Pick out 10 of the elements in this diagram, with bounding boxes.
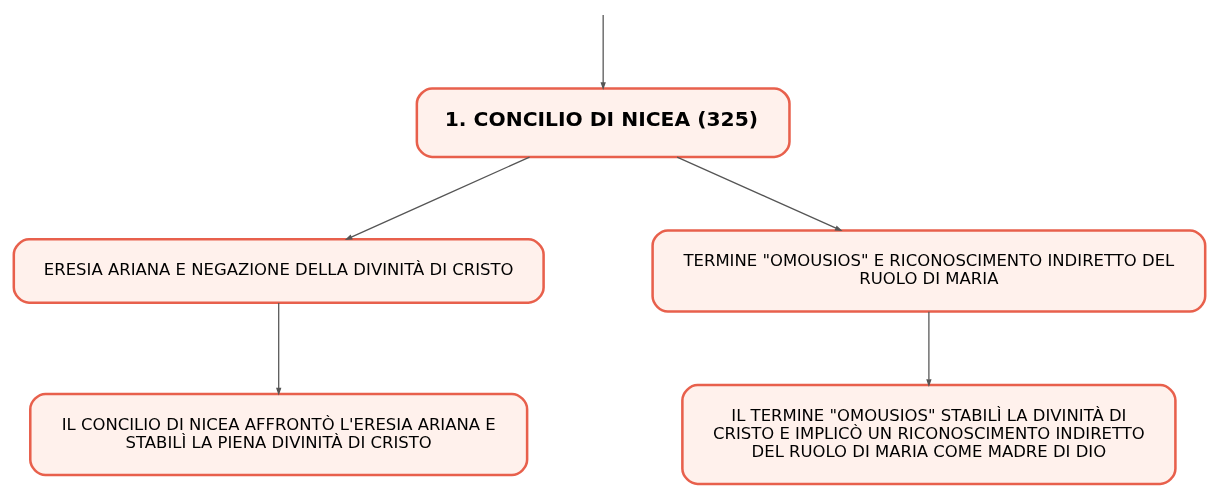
node-box: ERESIA ARIANA E NEGAZIONE DELLA DIVINITÀ DI CRISTO: [12, 237, 545, 304]
arrow: [926, 310, 932, 387]
arrow: [676, 155, 843, 231]
node-box: IL TERMINE "OMOUSIOS" STABILÌ LA DIVINITÀ DI CRISTO E IMPLICÒ UN RICONOSCIMENTO INDIRETTO DEL RUOLO DI MARIA COME MADRE DI DIO: [681, 383, 1177, 485]
node-box: 1. CONCILIO DI NICEA (325): [415, 86, 791, 158]
arrow: [344, 155, 531, 240]
arrow: [600, 13, 606, 90]
arrow: [276, 301, 282, 395]
node-box: TERMINE "OMOUSIOS" E RICONOSCIMENTO INDIRETTO DEL RUOLO DI MARIA: [651, 228, 1207, 313]
node-box: IL CONCILIO DI NICEA AFFRONTÒ L'ERESIA ARIANA E STABILÌ LA PIENA DIVINITÀ DI CRISTO: [29, 392, 529, 476]
